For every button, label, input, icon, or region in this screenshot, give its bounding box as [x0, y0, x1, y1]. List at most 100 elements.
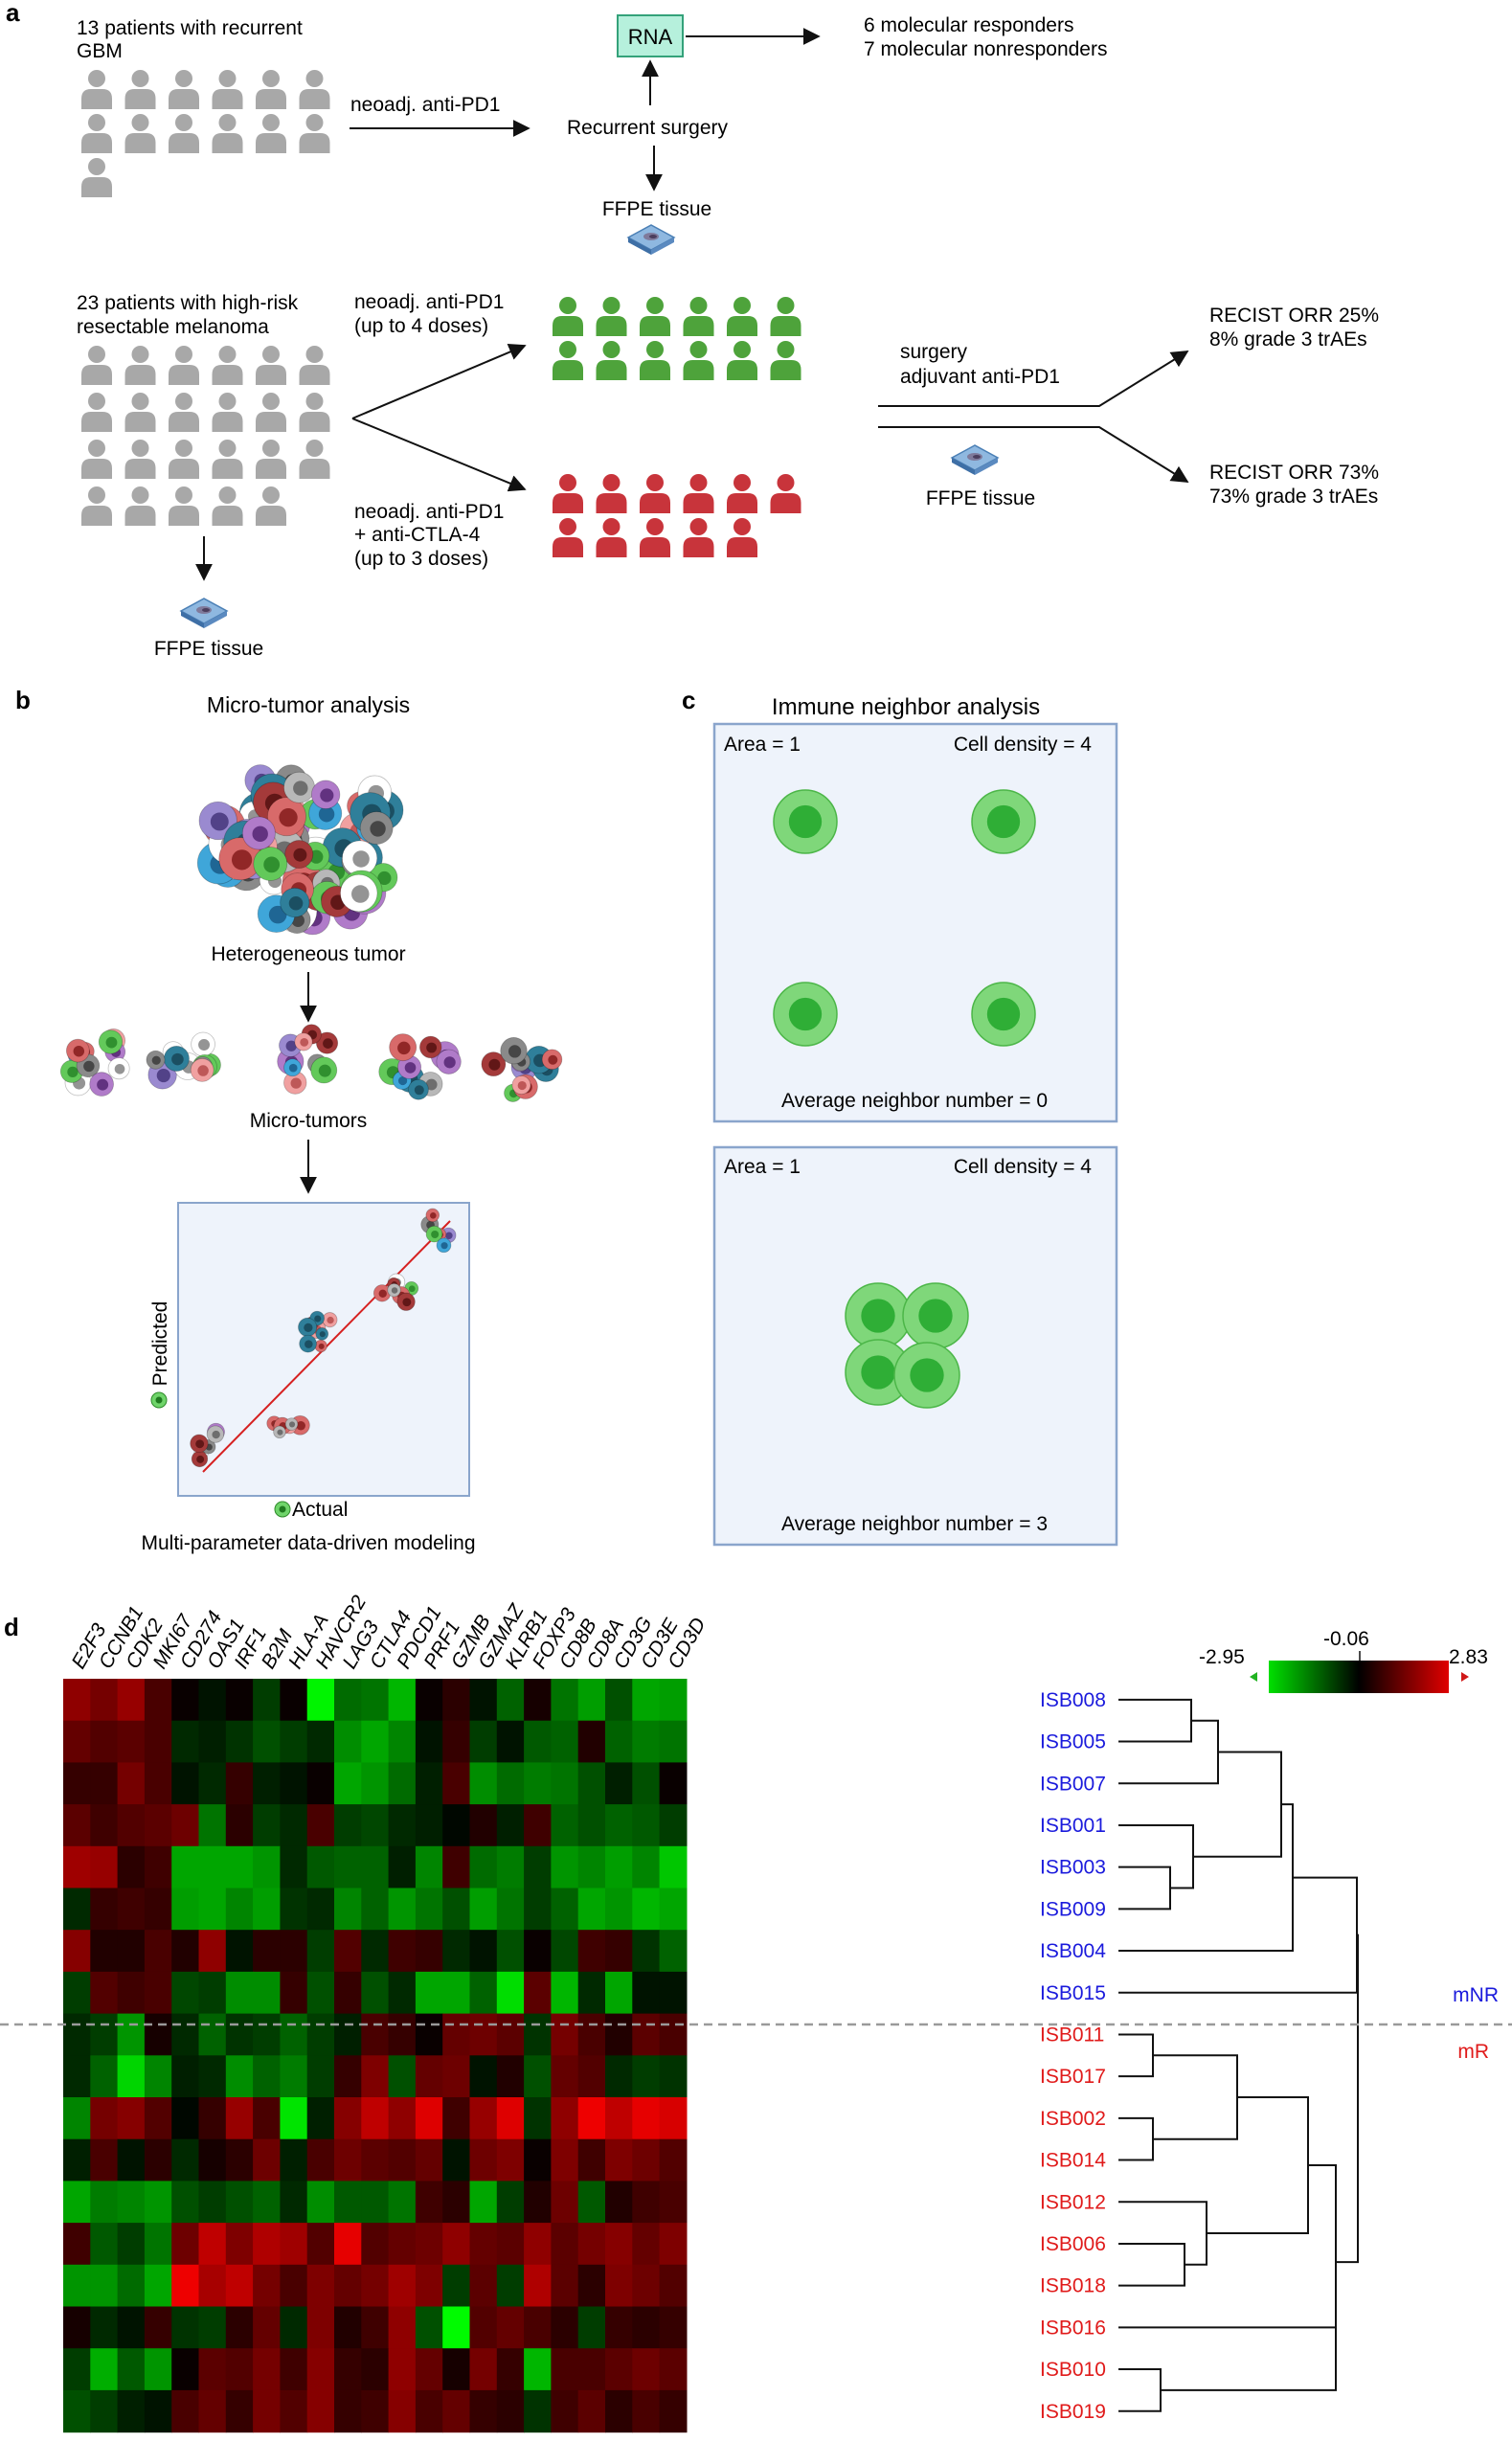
heatmap-cell — [280, 1720, 308, 1763]
heatmap-cell — [306, 2389, 335, 2433]
heatmap-cell — [171, 2097, 200, 2140]
melanoma-patient-icon — [212, 346, 243, 385]
heatmap-cell — [524, 2138, 552, 2182]
heatmap-cell — [280, 2264, 308, 2308]
heatmap-cell — [469, 2181, 498, 2224]
heatmap-cell — [496, 1804, 525, 1847]
heatmap-cell — [659, 2306, 688, 2349]
heatmap-cell — [551, 2223, 579, 2266]
tumor-cell-nucleus — [232, 849, 253, 871]
heatmap-cell — [442, 2138, 471, 2182]
heatmap-cell — [334, 2389, 362, 2433]
tumor-cell-nucleus — [291, 914, 305, 927]
heatmap-cell — [442, 1845, 471, 1889]
heatmap-cell — [171, 1971, 200, 2015]
heatmap-cell — [605, 2181, 633, 2224]
heatmap-cell — [496, 1888, 525, 1931]
heatmap-cell — [334, 1971, 362, 2015]
anti-pd1-patient-icon — [596, 297, 627, 336]
heatmap-cell — [144, 2013, 172, 2056]
heatmap-cell — [442, 2181, 471, 2224]
heatmap-cell — [659, 1762, 688, 1805]
xlabel-cell-nucleus — [279, 1505, 286, 1513]
heatmap-cell — [144, 1845, 172, 1889]
melanoma-patient-icon — [256, 486, 286, 526]
heatmap-cell — [306, 1845, 335, 1889]
heatmap-cell — [361, 2389, 390, 2433]
heatmap-cell — [388, 2389, 417, 2433]
heatmap-cell — [577, 2389, 606, 2433]
heatmap-cell — [632, 2264, 661, 2308]
heatmap-cell — [171, 1930, 200, 1973]
immune-cell-nucleus — [788, 804, 823, 839]
heatmap-cell — [496, 2389, 525, 2433]
tumor-cell-nucleus — [290, 1077, 302, 1089]
tumor-cell-nucleus — [408, 1285, 416, 1293]
heatmap-cell — [659, 2181, 688, 2224]
dendrogram-link — [1153, 2054, 1238, 2140]
heatmap-cell — [388, 2055, 417, 2098]
heatmap-cell — [253, 2013, 281, 2056]
heatmap-cell — [253, 1679, 281, 1722]
heatmap-cell — [632, 2348, 661, 2391]
tumor-cell-nucleus — [440, 1242, 448, 1250]
heatmap-cell — [469, 2013, 498, 2056]
tumor-cell-nucleus — [431, 1231, 440, 1239]
heatmap-cell — [415, 1845, 443, 1889]
heatmap-cell — [632, 1930, 661, 1973]
heatmap-cell — [388, 2348, 417, 2391]
anti-pd1-patient-icon — [683, 297, 714, 336]
dendrogram-link — [1118, 2326, 1337, 2391]
heatmap-cell — [469, 2389, 498, 2433]
heatmap-cell — [442, 1804, 471, 1847]
microtumors-label: Micro-tumors — [250, 1110, 368, 1132]
heatmap-cell — [171, 1804, 200, 1847]
heatmap-cell — [90, 2348, 119, 2391]
heatmap-cell — [551, 1971, 579, 2015]
tumor-cell-nucleus — [488, 1058, 501, 1071]
melanoma-patient-icon — [256, 393, 286, 432]
outcome1-line1: RECIST ORR 25% — [1209, 305, 1379, 327]
heatmap-cell — [171, 1720, 200, 1763]
heatmap-cell — [442, 2348, 471, 2391]
heatmap-cell — [63, 1930, 91, 1973]
combination-patient-icon — [640, 474, 670, 513]
heatmap-cell — [334, 2097, 362, 2140]
heatmap-cell — [659, 2223, 688, 2266]
heatmap-cell — [361, 2138, 390, 2182]
panel-a-label: a — [6, 0, 20, 27]
combination-arm-icons — [553, 474, 801, 557]
melanoma-patient-icon — [169, 346, 199, 385]
heatmap-cell — [605, 1804, 633, 1847]
dendrogram-link — [1207, 2096, 1309, 2235]
heatmap-cell — [605, 1762, 633, 1805]
heatmap-cell — [280, 1804, 308, 1847]
heatmap-cell — [198, 1762, 227, 1805]
heatmap-cell — [198, 2055, 227, 2098]
melanoma-patient-icon — [81, 346, 112, 385]
heatmap-cell — [577, 1845, 606, 1889]
heatmap-cell — [63, 1720, 91, 1763]
heatmap-cell — [361, 1762, 390, 1805]
heatmap-cell — [361, 1720, 390, 1763]
tumor-cell-nucleus — [67, 1066, 79, 1077]
heatmap-cell — [524, 1804, 552, 1847]
heatmap-cell — [253, 1720, 281, 1763]
heatmap-cell — [63, 2223, 91, 2266]
heatmap-cell — [253, 2181, 281, 2224]
heatmap-cell — [225, 2264, 254, 2308]
heatmap-cell — [144, 2181, 172, 2224]
heatmap-cell — [388, 2181, 417, 2224]
heatmap-cell — [361, 1845, 390, 1889]
heatmap-cell — [388, 1720, 417, 1763]
heatmap-cell — [225, 1845, 254, 1889]
heatmap-cell — [171, 2055, 200, 2098]
heatmap-cell — [144, 1804, 172, 1847]
tumor-cell-nucleus — [508, 1045, 522, 1058]
heatmap-cell — [388, 1679, 417, 1722]
heatmap-cell — [90, 1971, 119, 2015]
heatmap-cell — [90, 2013, 119, 2056]
heatmap-cell — [388, 2264, 417, 2308]
heatmap-cell — [415, 1679, 443, 1722]
heatmap-cell — [253, 2223, 281, 2266]
